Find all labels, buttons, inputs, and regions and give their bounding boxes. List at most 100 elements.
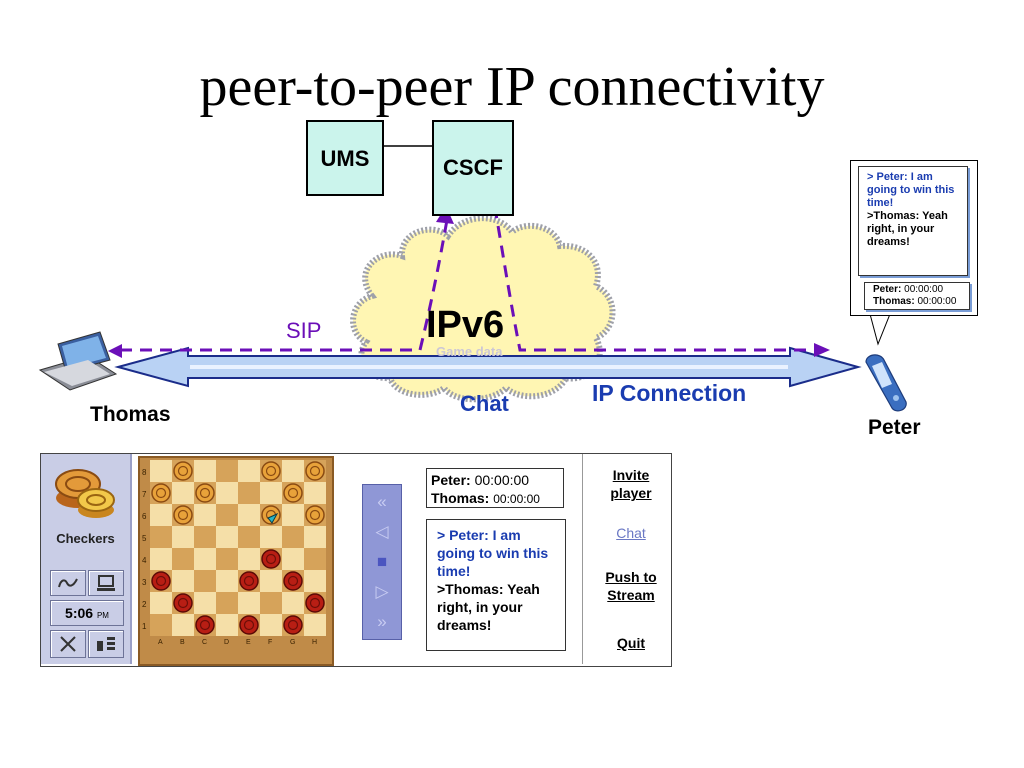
ums-label: UMS <box>320 146 370 171</box>
checkers-app-window <box>40 453 672 667</box>
last-move-icon[interactable]: » <box>377 612 387 631</box>
board-square <box>172 614 194 636</box>
orange-checker-piece <box>305 461 325 481</box>
board-square <box>282 592 304 614</box>
board-square <box>216 592 238 614</box>
board-row-label: 6 <box>142 512 147 521</box>
board-col-label: D <box>224 639 229 646</box>
board-row-label: 8 <box>142 468 147 477</box>
board-square <box>216 570 238 592</box>
phone-chat-line-thomas: >Thomas: Yeah right, in your dreams! <box>867 210 948 248</box>
orange-checker-piece-ring <box>199 487 211 499</box>
board-square <box>238 548 260 570</box>
battery-icon <box>97 637 115 651</box>
clock-display: 5:06 PM <box>50 600 124 626</box>
ipv6-cloud <box>350 215 616 403</box>
red-checker-piece-ring <box>243 575 255 587</box>
page-title: peer-to-peer IP connectivity <box>199 56 825 118</box>
board-square <box>194 570 216 592</box>
ip-connection-arrow <box>114 346 862 388</box>
thomas-label: Thomas <box>90 403 171 426</box>
orange-checker-piece <box>261 461 281 481</box>
board-square <box>260 526 282 548</box>
board-square <box>216 526 238 548</box>
push-to-stream-link[interactable]: Push to Stream <box>605 569 657 603</box>
phone-screen-callout <box>850 160 978 316</box>
stop-icon[interactable]: ■ <box>376 552 388 571</box>
chat-link[interactable]: Chat <box>616 525 646 541</box>
red-checker-piece-ring <box>199 619 211 631</box>
board-square <box>216 460 238 482</box>
board-square <box>238 526 260 548</box>
connect-icon <box>58 578 78 588</box>
no-signal-icon <box>60 636 76 652</box>
chat-line-peter: > Peter: I am going to win this time! <box>437 527 549 579</box>
phone-peter-time: 00:00:00 <box>904 284 944 295</box>
board-square <box>172 570 194 592</box>
battery-indicator <box>88 630 124 658</box>
computer-button[interactable] <box>88 570 124 596</box>
sip-arrowhead-peter <box>814 343 830 357</box>
selection-cursor-icon <box>267 512 279 524</box>
board-square <box>282 526 304 548</box>
board-row-label: 3 <box>142 578 147 587</box>
board-square <box>172 526 194 548</box>
board-square <box>260 570 282 592</box>
board-col-label: E <box>246 639 251 646</box>
invite-player-link[interactable]: Invite player <box>610 467 652 501</box>
phone-thomas-time: 00:00:00 <box>917 296 957 307</box>
board-square <box>150 504 172 526</box>
checkers-logo-icon <box>55 469 115 518</box>
board-col-label: F <box>268 639 272 646</box>
board-square <box>194 592 216 614</box>
board-col-label: A <box>158 639 163 646</box>
red-checker-piece-ring <box>243 619 255 631</box>
red-checker-piece <box>173 593 193 613</box>
game-menu: Invite player Chat Push to Stream Quit <box>582 454 671 664</box>
board-square <box>150 460 172 482</box>
orange-checker-piece-ring <box>287 487 299 499</box>
ip-connection-label: IP Connection <box>592 380 747 406</box>
board-square <box>172 548 194 570</box>
board-col-label: B <box>180 639 185 646</box>
board-square <box>304 482 326 504</box>
orange-checker-piece <box>151 483 171 503</box>
orange-checker-piece <box>305 505 325 525</box>
peter-time-label: Peter: <box>431 472 471 488</box>
board-row-label: 4 <box>142 556 147 565</box>
ums-node: UMS <box>306 120 384 196</box>
peter-label: Peter <box>868 416 921 439</box>
board-square <box>282 460 304 482</box>
move-navigation-bar: « ◁ ■ ▷ » <box>362 484 402 640</box>
orange-checker-piece <box>261 505 281 525</box>
connect-button[interactable] <box>50 570 86 596</box>
orange-checker-piece <box>173 505 193 525</box>
next-move-icon[interactable]: ▷ <box>375 582 389 601</box>
board-square <box>194 504 216 526</box>
game-timer-box: Peter: 00:00:00 Thomas: 00:00:00 <box>426 468 564 508</box>
quit-link[interactable]: Quit <box>617 635 645 651</box>
orange-checker-piece-ring <box>309 509 321 521</box>
computer-icon <box>97 575 115 591</box>
chat-label: Chat <box>460 391 509 416</box>
signal-indicator <box>50 630 86 658</box>
red-checker-piece-ring <box>265 553 277 565</box>
red-checker-piece-ring <box>309 597 321 609</box>
board-square <box>194 548 216 570</box>
board-square <box>260 482 282 504</box>
red-checker-piece <box>283 571 303 591</box>
previous-move-icon[interactable]: ◁ <box>375 522 389 541</box>
orange-checker-piece-ring <box>177 509 189 521</box>
first-move-icon[interactable]: « <box>377 492 387 511</box>
board-square <box>282 504 304 526</box>
board-square <box>216 614 238 636</box>
red-checker-piece <box>239 615 259 635</box>
app-name: Checkers <box>56 531 115 546</box>
red-checker-piece <box>195 615 215 635</box>
red-checker-piece-ring <box>287 619 299 631</box>
sip-label: SIP <box>286 318 322 343</box>
phone-timer-box: Peter: 00:00:00 Thomas: 00:00:00 <box>864 282 970 310</box>
laptop-icon <box>38 331 118 391</box>
board-row-label: 5 <box>142 534 147 543</box>
